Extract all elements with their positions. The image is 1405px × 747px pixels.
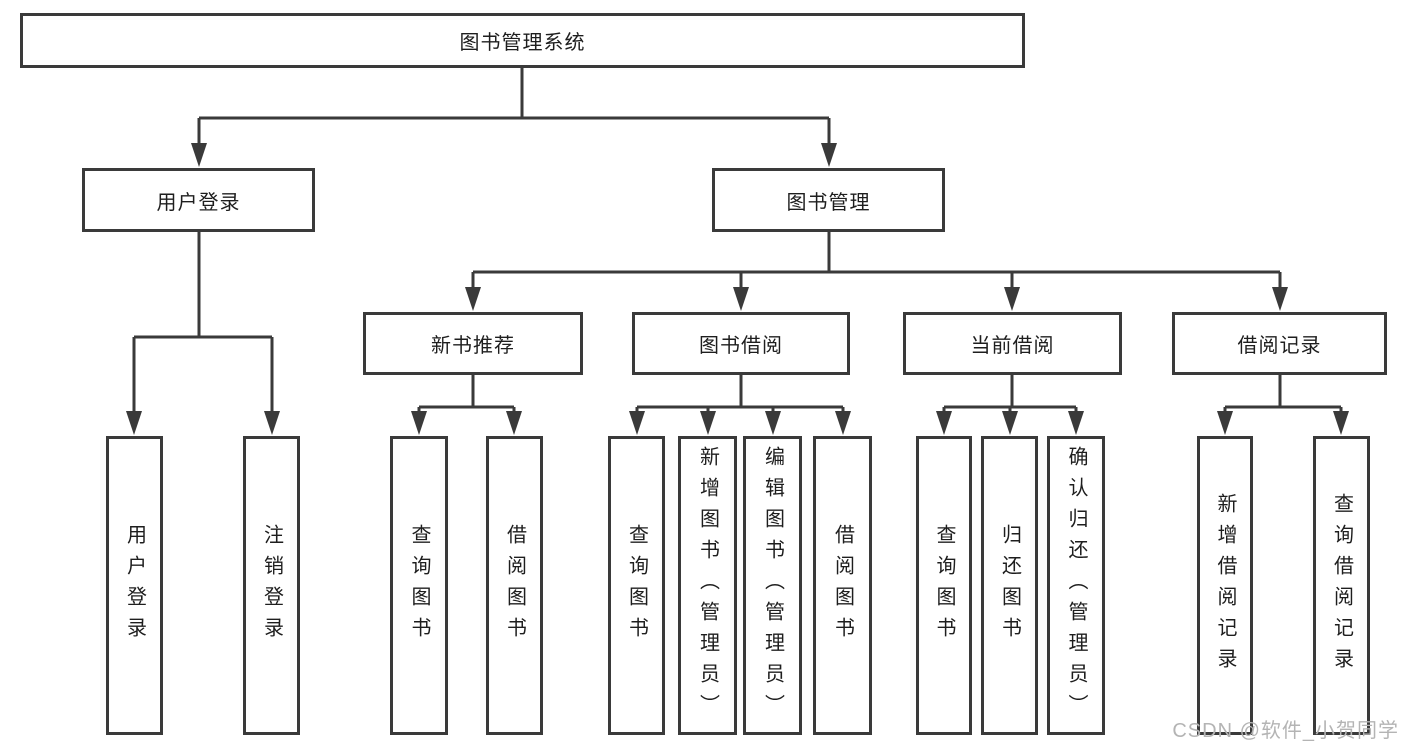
node-book-borrowing: 图书借阅 [632, 312, 850, 375]
arrowhead-icon [821, 143, 837, 167]
arrowhead-icon [936, 411, 952, 435]
node-library-management-system: 图书管理系统 [20, 13, 1025, 68]
node-user-login: 用户登录 [82, 168, 315, 232]
arrowhead-icon [629, 411, 645, 435]
arrowhead-icon [465, 287, 481, 311]
leaf-user-login: 用户登录 [106, 436, 163, 735]
leaf-borrowing-add-books-admin: 新增图书（管理员） [678, 436, 737, 735]
connector-userlogin-to-leaves [132, 232, 274, 413]
arrowhead-icon [1004, 287, 1020, 311]
arrowhead-icon [1272, 287, 1288, 311]
arrowhead-icon [700, 411, 716, 435]
arrowhead-icon [1002, 411, 1018, 435]
leaf-logout: 注销登录 [243, 436, 300, 735]
connector-root-to-level2 [197, 68, 831, 145]
leaf-borrowing-query-books: 查询图书 [608, 436, 665, 735]
leaf-borrowing-edit-books-admin: 编辑图书（管理员） [743, 436, 802, 735]
arrowhead-icon [191, 143, 207, 167]
node-book-management: 图书管理 [712, 168, 945, 232]
leaf-current-return-books: 归还图书 [981, 436, 1038, 735]
leaf-borrowing-borrow-books: 借阅图书 [813, 436, 872, 735]
connector-borrowing-to-leaves [635, 375, 845, 413]
arrowhead-icon [765, 411, 781, 435]
arrowhead-icon [411, 411, 427, 435]
leaf-current-query-books: 查询图书 [916, 436, 972, 735]
leaf-records-add-borrow-record: 新增借阅记录 [1197, 436, 1253, 735]
leaf-newrec-query-books: 查询图书 [390, 436, 448, 735]
arrowhead-icon [264, 411, 280, 435]
connector-bookmgmt-to-level3 [471, 232, 1282, 288]
connector-current-to-leaves [942, 375, 1078, 413]
arrowhead-icon [733, 287, 749, 311]
arrowhead-icon [126, 411, 142, 435]
connector-records-to-leaves [1223, 375, 1343, 413]
connector-newrec-to-leaves [417, 375, 516, 413]
node-new-book-recommendation: 新书推荐 [363, 312, 583, 375]
node-borrowing-records: 借阅记录 [1172, 312, 1387, 375]
arrowhead-icon [835, 411, 851, 435]
arrowhead-icon [1068, 411, 1084, 435]
node-current-borrowing: 当前借阅 [903, 312, 1122, 375]
arrowhead-icon [1333, 411, 1349, 435]
leaf-records-query-borrow-record: 查询借阅记录 [1313, 436, 1370, 735]
leaf-newrec-borrow-books: 借阅图书 [486, 436, 543, 735]
arrowhead-icon [1217, 411, 1233, 435]
leaf-current-confirm-return-admin: 确认归还（管理员） [1047, 436, 1105, 735]
arrowhead-icon [506, 411, 522, 435]
